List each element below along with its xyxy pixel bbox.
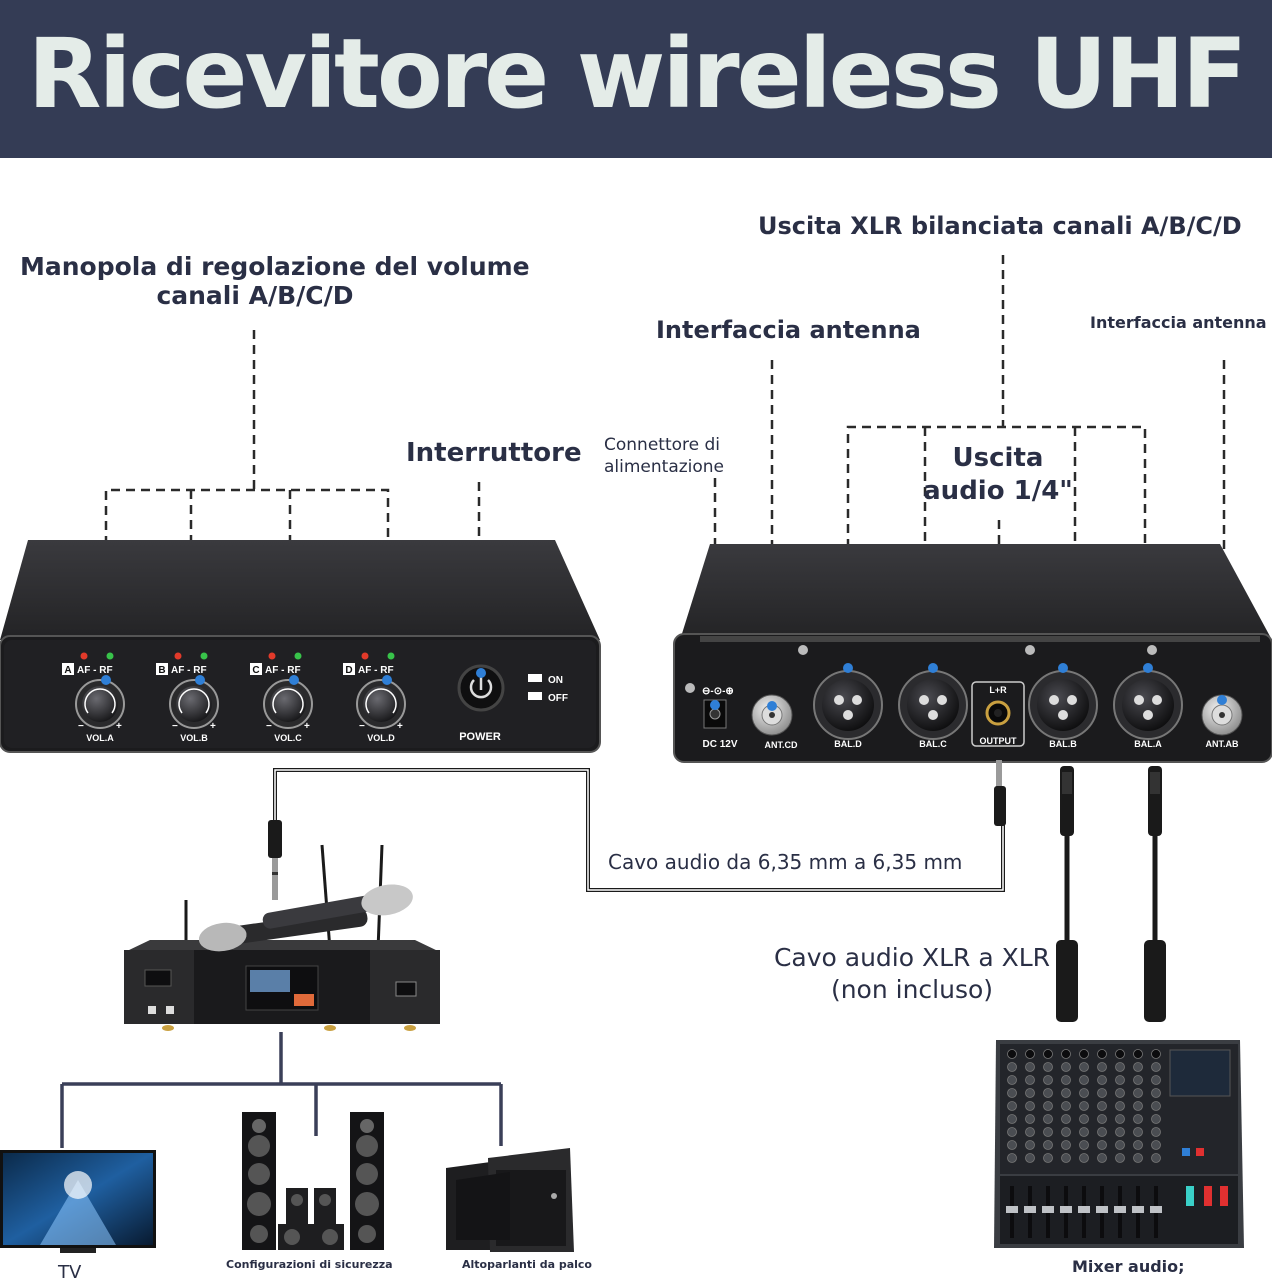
xlr-output-bal-a[interactable]: BAL.A bbox=[1113, 663, 1183, 749]
channel-d-control[interactable]: D AF - RF − +VOL.D bbox=[343, 652, 406, 744]
svg-text:⊖-⊙-⊕: ⊖-⊙-⊕ bbox=[702, 686, 734, 697]
xlr-output-bal-c[interactable]: BAL.C bbox=[898, 663, 968, 749]
channel-indicator-label: AF - RF bbox=[358, 665, 394, 676]
on-off-indicator: ON OFF bbox=[528, 674, 568, 704]
channel-vol-label: VOL.C bbox=[274, 733, 302, 743]
channel-vol-label: VOL.B bbox=[180, 733, 208, 743]
antenna-interface-label-right: Interfaccia antenna bbox=[1090, 313, 1267, 332]
svg-text:+: + bbox=[116, 721, 122, 732]
channel-indicator-label: AF - RF bbox=[265, 665, 301, 676]
stage-speakers-label: Altoparlanti da palco bbox=[462, 1258, 592, 1271]
title-banner: Ricevitore wireless UHF bbox=[0, 0, 1272, 158]
tv-label: TV bbox=[58, 1262, 82, 1283]
dc-power-jack[interactable]: ⊖-⊙-⊕ bbox=[702, 686, 734, 729]
speakers-setup-label: Configurazioni di sicurezza bbox=[226, 1258, 393, 1271]
ant-cd-label: ANT.CD bbox=[765, 740, 798, 750]
xlr-outputs: BAL.D BAL.C BAL.B BAL.A bbox=[813, 663, 1183, 749]
xlr-output-bal-b[interactable]: BAL.B bbox=[1028, 663, 1098, 749]
svg-text:+: + bbox=[304, 721, 310, 732]
xlr-label: BAL.C bbox=[919, 739, 947, 749]
audio-output-label: Uscita audio 1/4" bbox=[923, 443, 1073, 506]
xlr-label: BAL.A bbox=[1134, 739, 1162, 749]
stage-speakers-illustration bbox=[446, 1148, 574, 1252]
jack-cable bbox=[273, 768, 1005, 892]
channel-indicator-label: AF - RF bbox=[171, 665, 207, 676]
xlr-label: BAL.B bbox=[1049, 739, 1077, 749]
power-connector-label: Connettore di alimentazione bbox=[604, 435, 725, 477]
output-distribution-lines bbox=[60, 1032, 503, 1148]
svg-text:−: − bbox=[266, 721, 272, 732]
power-label: POWER bbox=[459, 731, 501, 743]
channel-c-control[interactable]: C AF - RF − +VOL.C bbox=[250, 652, 313, 744]
channel-vol-label: VOL.A bbox=[86, 733, 114, 743]
jack-cable-label: Cavo audio da 6,35 mm a 6,35 mm bbox=[608, 850, 963, 874]
on-label: ON bbox=[548, 675, 563, 686]
output-label: OUTPUT bbox=[980, 736, 1018, 746]
off-label: OFF bbox=[548, 693, 568, 704]
channel-vol-label: VOL.D bbox=[367, 733, 395, 743]
channel-letter: C bbox=[252, 665, 259, 676]
svg-text:−: − bbox=[78, 721, 84, 732]
home-speakers-illustration bbox=[242, 1112, 384, 1250]
xlr-cable-label: Cavo audio XLR a XLR (non incluso) bbox=[773, 943, 1051, 1004]
xlr-output-bal-d[interactable]: BAL.D bbox=[813, 663, 883, 749]
channel-letter: D bbox=[345, 665, 352, 676]
jack-plug-left bbox=[268, 820, 282, 900]
antenna-interface-label-left: Interfaccia antenna bbox=[656, 316, 921, 344]
tv-illustration bbox=[0, 1150, 156, 1253]
ant-ab-label: ANT.AB bbox=[1206, 739, 1239, 749]
quarter-inch-output[interactable] bbox=[971, 681, 1025, 747]
lr-label: L+R bbox=[989, 685, 1007, 695]
channel-a-control[interactable]: A AF - RF − +VOL.A bbox=[62, 652, 125, 744]
karaoke-amplifier bbox=[124, 844, 440, 1031]
xlr-cables bbox=[1056, 766, 1166, 1022]
svg-text:+: + bbox=[397, 721, 403, 732]
audio-mixer-illustration bbox=[994, 1040, 1244, 1248]
page-title: Ricevitore wireless UHF bbox=[27, 18, 1248, 130]
antenna-cd-connector[interactable] bbox=[751, 694, 793, 736]
channel-indicator-label: AF - RF bbox=[77, 665, 113, 676]
power-switch-label: Interruttore bbox=[406, 438, 582, 468]
svg-text:−: − bbox=[359, 721, 365, 732]
antenna-ab-connector[interactable] bbox=[1201, 694, 1243, 736]
xlr-output-label: Uscita XLR bilanciata canali A/B/C/D bbox=[758, 212, 1242, 240]
channel-b-control[interactable]: B AF - RF − +VOL.B bbox=[156, 652, 219, 744]
mixer-label: Mixer audio; bbox=[1072, 1257, 1185, 1276]
svg-text:−: − bbox=[172, 721, 178, 732]
channel-letter: A bbox=[64, 665, 71, 676]
power-switch[interactable] bbox=[457, 664, 505, 712]
dc-label: DC 12V bbox=[702, 739, 737, 750]
xlr-label: BAL.D bbox=[834, 739, 862, 749]
volume-knob-label: Manopola di regolazione del volume canal… bbox=[20, 252, 530, 310]
svg-text:+: + bbox=[210, 721, 216, 732]
receiver-rear-panel bbox=[673, 544, 1272, 763]
jack-plug-right bbox=[994, 760, 1006, 826]
channel-letter: B bbox=[158, 665, 165, 676]
